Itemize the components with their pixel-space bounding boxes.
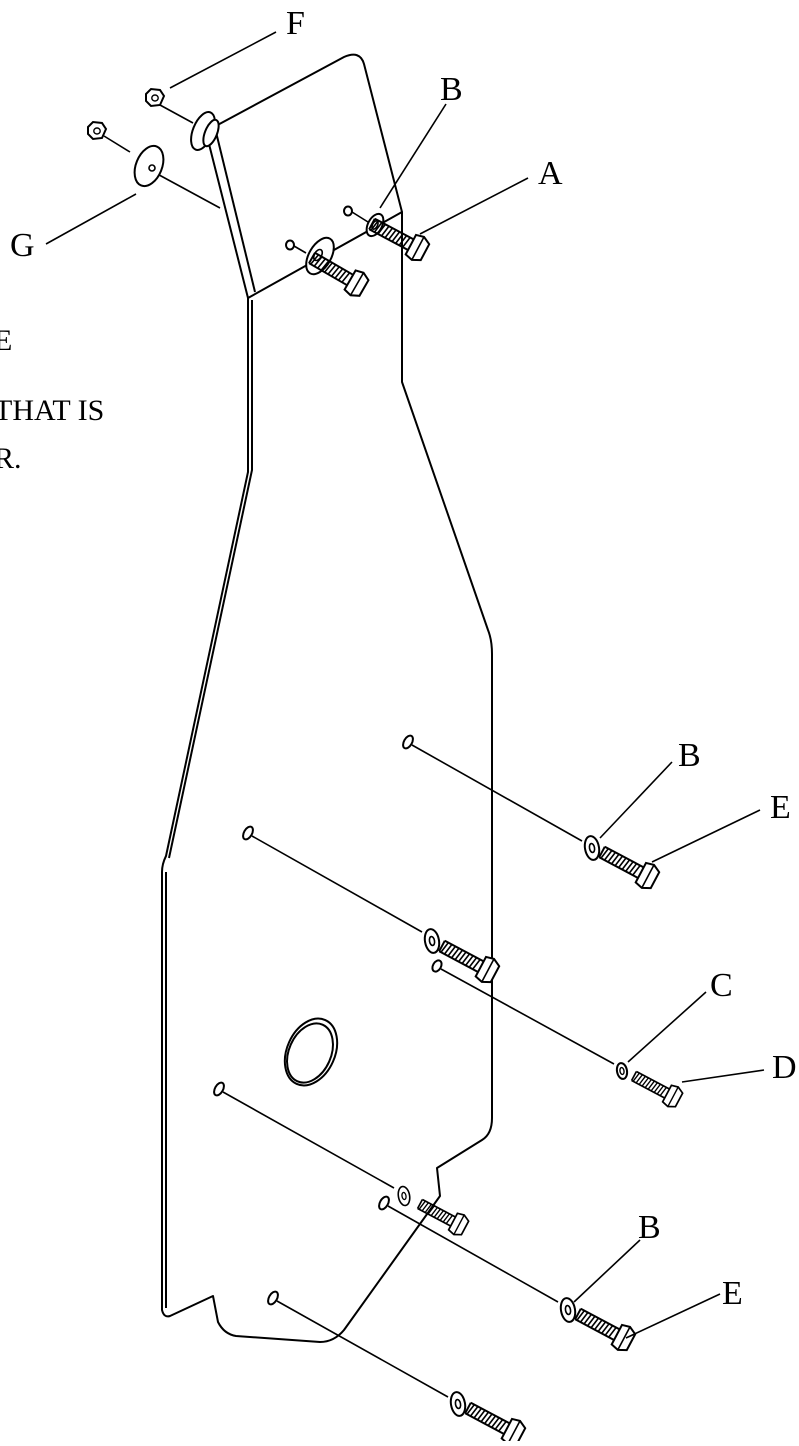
- note-line-1: E: [0, 324, 12, 357]
- bolt-a-icon: [364, 211, 433, 265]
- callout-b-right-upper: B: [678, 737, 701, 774]
- callout-e-right-lower: E: [722, 1275, 743, 1312]
- lower-fasteners: [396, 833, 686, 1446]
- plate-holes: [213, 734, 443, 1306]
- small-nut-a-icon: [343, 205, 353, 217]
- fender-washer-f-icon: [190, 111, 220, 151]
- bolt-e-right-lower-icon: [570, 1301, 639, 1355]
- nut-g-icon: [87, 121, 107, 140]
- nut-f-icon: [145, 88, 165, 107]
- fender-washer-g-icon: [133, 144, 165, 188]
- top-fasteners: [87, 88, 433, 301]
- alignment-lines: [103, 104, 615, 1398]
- washer-b-right-upper-icon: [582, 833, 602, 863]
- cropped-note: E THAT IS R.: [0, 324, 104, 475]
- washer-middle-icon: [422, 926, 442, 956]
- callout-c: C: [710, 967, 733, 1004]
- callout-d: D: [772, 1049, 797, 1086]
- callout-g: G: [10, 227, 35, 264]
- lockwasher-c-icon: [614, 1061, 630, 1081]
- callout-b-right-lower: B: [638, 1209, 661, 1246]
- washer-lower-left-icon: [396, 1184, 412, 1208]
- callout-a: A: [538, 155, 563, 192]
- callout-f: F: [286, 5, 305, 42]
- small-nut-b-icon: [285, 239, 295, 251]
- bolt-lower-left-icon: [413, 1193, 472, 1239]
- callout-e-right-upper: E: [770, 789, 791, 826]
- bolt-e-right-upper-icon: [594, 839, 663, 893]
- mounting-plate: [161, 53, 493, 1343]
- note-line-3: R.: [0, 442, 22, 475]
- bolt-d-icon: [627, 1065, 686, 1111]
- leader-lines: [45, 31, 765, 1339]
- bolt-bottom-icon: [460, 1395, 529, 1446]
- callout-b-top: B: [440, 71, 463, 108]
- callout-labels: F G B A B E C D B E: [10, 5, 797, 1312]
- washer-bottom-icon: [448, 1389, 468, 1419]
- note-line-2: THAT IS: [0, 394, 104, 427]
